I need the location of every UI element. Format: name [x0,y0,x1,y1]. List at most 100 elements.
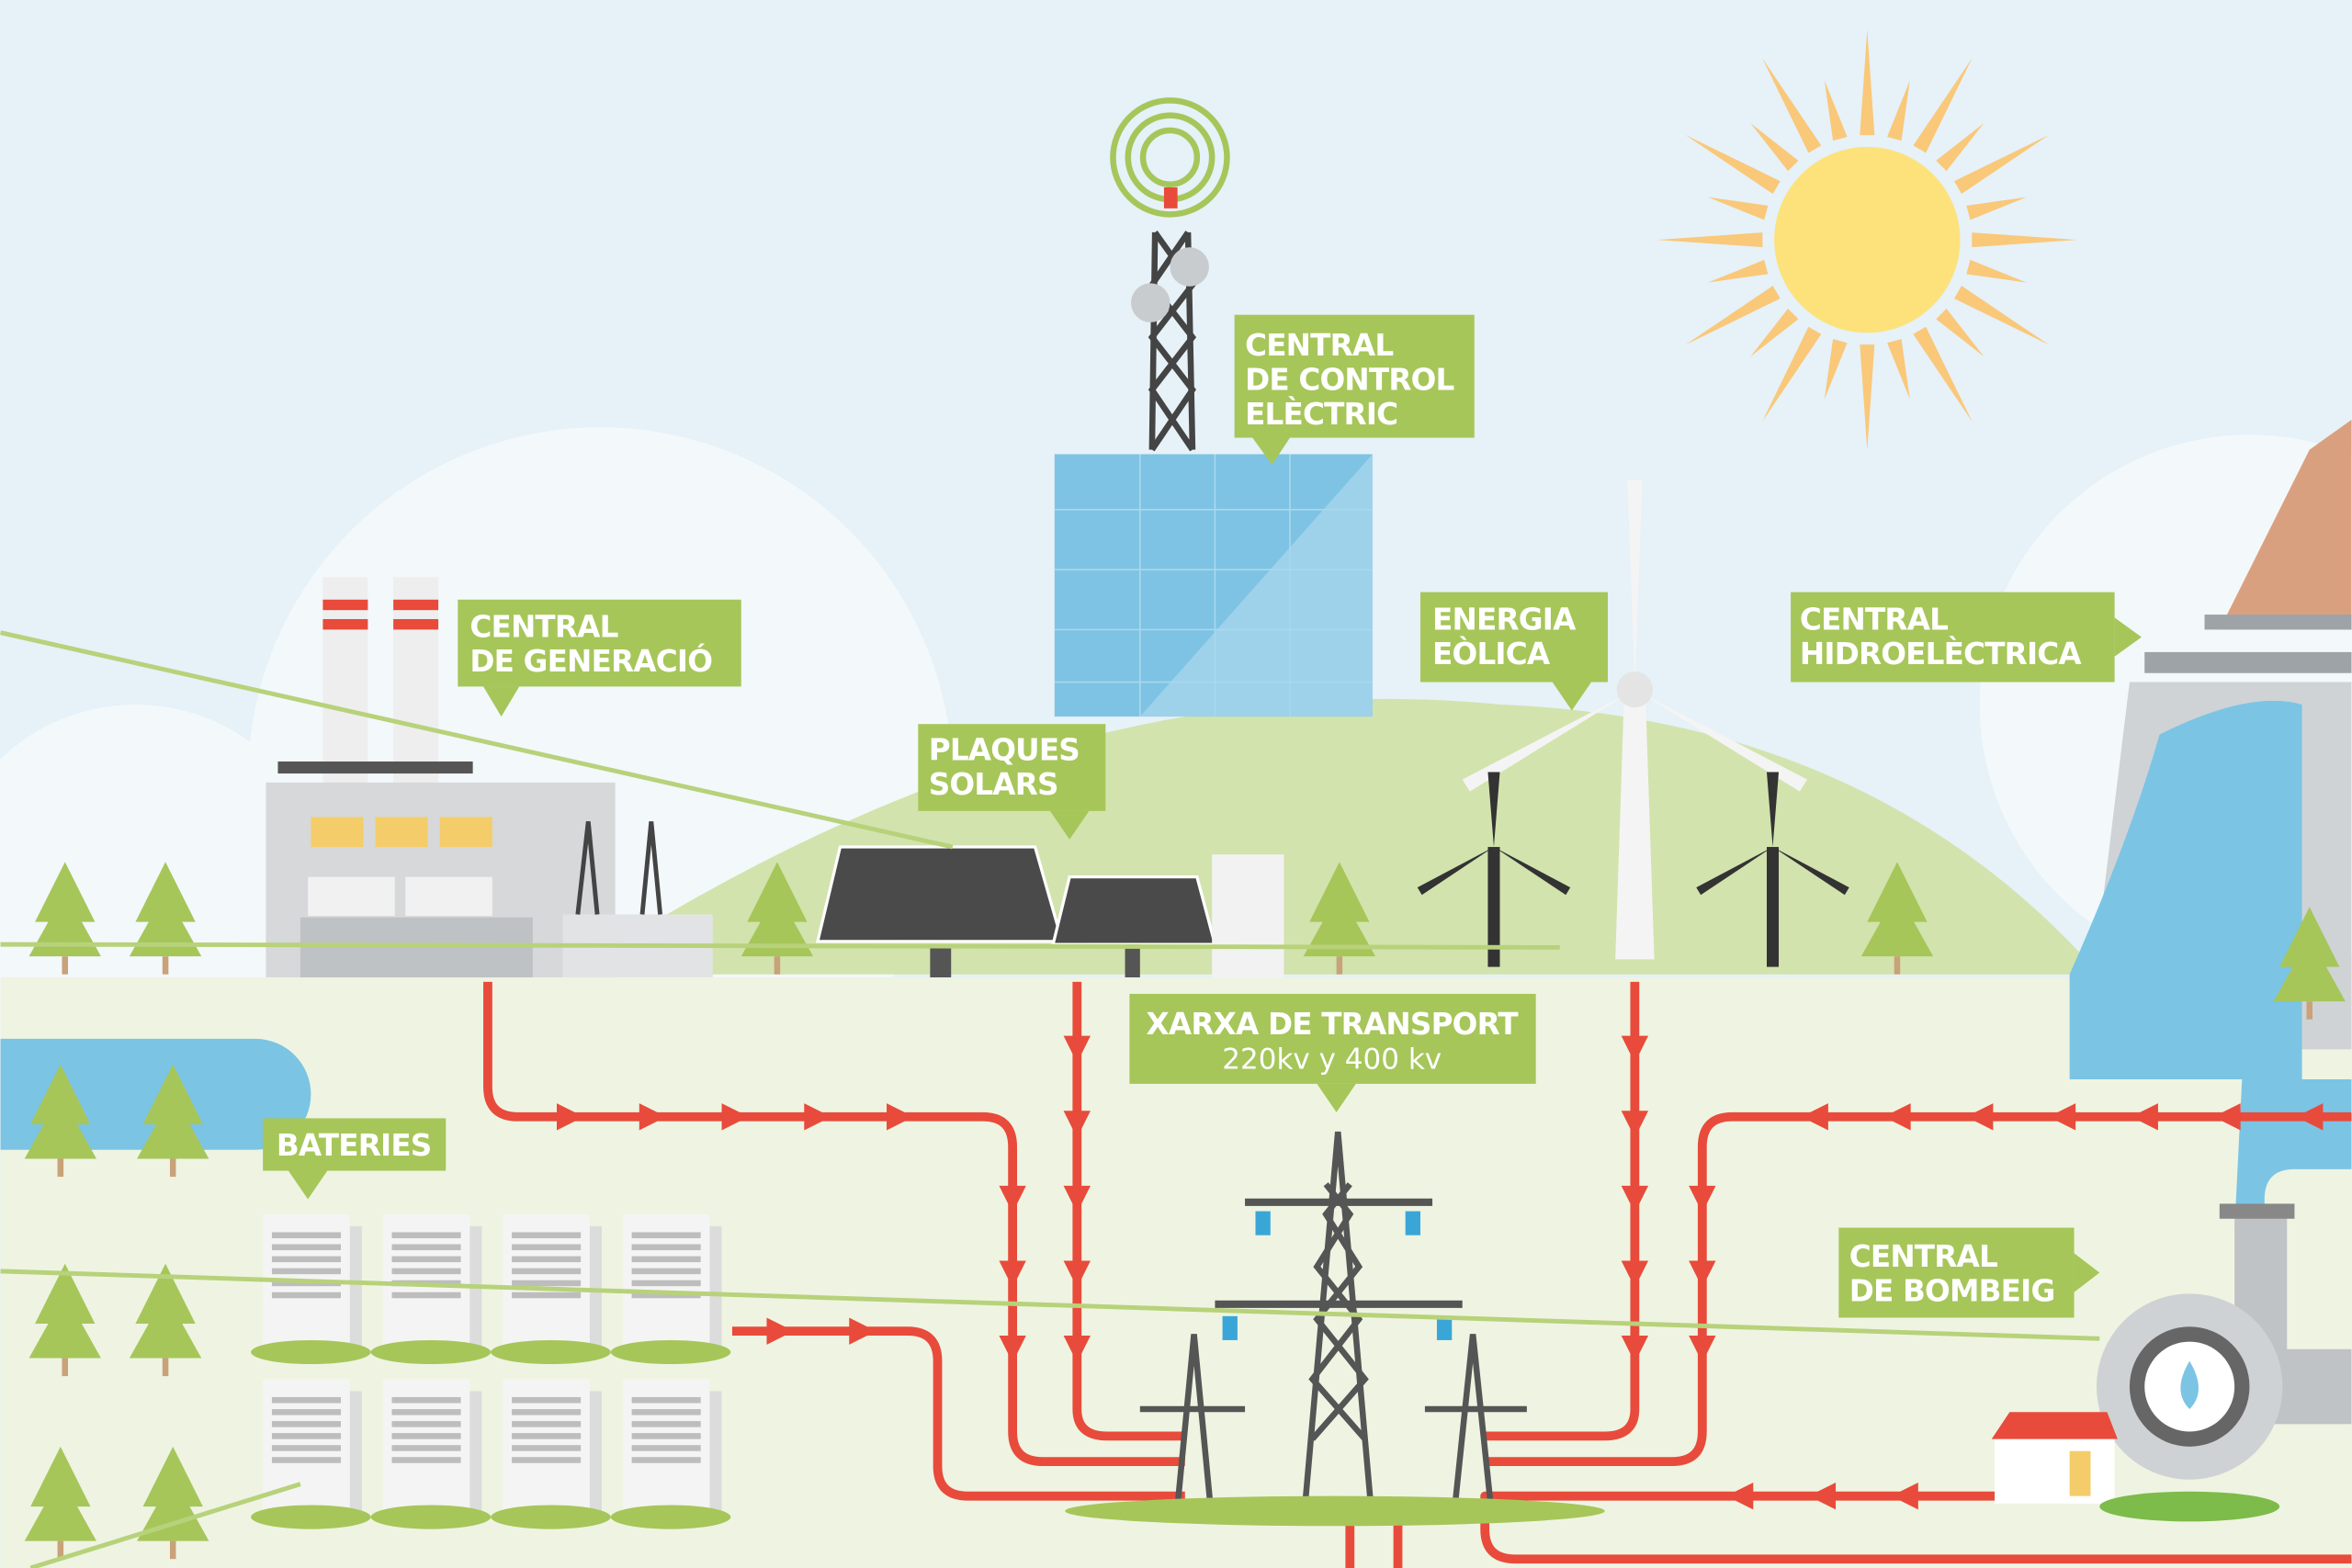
sun-ray [1887,339,1910,400]
tree-icon [129,1263,202,1377]
battery-unit [370,1213,492,1365]
svg-text:SOLARS: SOLARS [929,767,1058,802]
arrow-icon [887,1103,914,1131]
sun-ray [1762,326,1822,422]
label-wind-energy: ENERGIA EÒLICA [1420,592,1608,711]
arrow-icon [1621,1035,1649,1064]
label-batteries: BATERIES [263,1118,447,1200]
arrow-icon [1063,1035,1091,1064]
arrow-icon [1689,1185,1716,1213]
arrow-icon [2213,1103,2241,1131]
battery-unit [491,1213,611,1365]
tree-icon [741,862,814,975]
label-transport-network: XARXA DE TRANSPORT 220kv y 400 kv [1129,993,1536,1112]
tree-icon [28,862,101,975]
arrow-icon [721,1103,749,1131]
sun-ray [1966,259,2027,283]
sun-ray [1824,80,1848,141]
green-wires [0,630,2100,1568]
arrow-icon [1063,1185,1091,1213]
sun-ray [1936,309,1984,357]
svg-text:DE CONTROL: DE CONTROL [1245,362,1453,397]
sun-ray [1954,286,2050,345]
mountain [2219,419,2352,630]
wind-turbine-small [1417,772,1849,967]
arrow-icon [999,1336,1026,1363]
tree-icon [24,1064,97,1178]
wind-turbine-large [1462,479,1808,960]
tree-icon [1860,862,1934,975]
arrow-icon [2131,1103,2158,1131]
svg-text:ENERGIA: ENERGIA [1432,602,1577,637]
sun-ray [1972,232,2077,248]
arrow-icon [999,1260,1026,1288]
battery-unit [610,1379,731,1529]
arrow-icon [766,1317,794,1345]
svg-text:CENTRAL: CENTRAL [1849,1239,1997,1274]
sun-ray [1762,58,1822,153]
sun-icon [1657,29,2077,450]
transmission-pylon-icon [1139,1131,1527,1507]
sun-ray [1936,123,1984,172]
battery-unit [370,1379,492,1529]
sun-ray [1966,197,2027,220]
battery-unit [251,1379,371,1529]
flow-arrows [557,1035,2324,1510]
arrow-icon [557,1103,584,1131]
svg-text:HIDROELÈCTRICA: HIDROELÈCTRICA [1800,637,2083,671]
sun-ray [1685,286,1781,345]
sun-ray [1750,309,1799,357]
pumping-station [1991,1203,2352,1522]
arrow-icon [804,1103,831,1131]
svg-text:220kv y 400 kv: 220kv y 400 kv [1222,1043,1442,1077]
arrow-icon [1063,1260,1091,1288]
sun-ray [1657,232,1763,248]
svg-text:ELÈCTRIC: ELÈCTRIC [1245,397,1397,432]
sun-ray [1913,326,1973,422]
arrow-icon [1621,1260,1649,1288]
insulators [1222,1211,1453,1340]
arrow-icon [1725,1482,1754,1510]
arrow-icon [1621,1111,1649,1138]
arrow-icon [999,1185,1026,1213]
solar-panels [815,845,1284,978]
svg-text:DE GENERACIÓ: DE GENERACIÓ [469,643,712,679]
svg-text:XARXA DE TRANSPORT: XARXA DE TRANSPORT [1147,1007,1520,1042]
sun-ray [1913,58,1973,153]
svg-text:CENTRAL: CENTRAL [1800,602,1948,637]
power-lines [483,981,2352,1568]
svg-text:BATERIES: BATERIES [277,1128,432,1163]
svg-text:PLAQUES: PLAQUES [929,732,1080,767]
tree-icon [24,1446,97,1560]
arrow-icon [639,1103,667,1131]
label-control-center: CENTRAL DE CONTROL ELÈCTRIC [1234,314,1475,465]
sun-ray [1887,80,1910,141]
arrow-icon [1621,1185,1649,1213]
svg-text:CENTRAL: CENTRAL [469,610,617,645]
sun-ray [1707,259,1769,283]
control-center-building [1054,454,1373,717]
arrow-icon [1063,1336,1091,1363]
arrow-icon [849,1317,876,1345]
arrow-icon [1801,1103,1828,1131]
water-drop-icon [2180,1360,2199,1410]
tree-icon [28,1263,101,1377]
sun-ray [1685,134,1781,195]
arrow-icon [1689,1260,1716,1288]
antenna-tower-icon [1110,97,1230,452]
label-hydroelectric: CENTRAL HIDROELÈCTRICA [1791,592,2142,682]
label-solar-panels: PLAQUES SOLARS [918,724,1106,840]
tree-icon [129,862,202,975]
arrow-icon [2048,1103,2076,1131]
sun-ray [1860,29,1875,136]
sun-ray [1750,123,1799,172]
trees [24,862,2346,1560]
arrow-icon [1063,1111,1091,1138]
svg-text:DE BOMBEIG: DE BOMBEIG [1849,1274,2055,1309]
label-pumping-station: CENTRAL DE BOMBEIG [1838,1227,2100,1318]
svg-text:CENTRAL: CENTRAL [1245,328,1393,363]
sun-ray [1860,344,1875,450]
grass [1065,1495,1605,1527]
battery-units [251,1213,731,1529]
